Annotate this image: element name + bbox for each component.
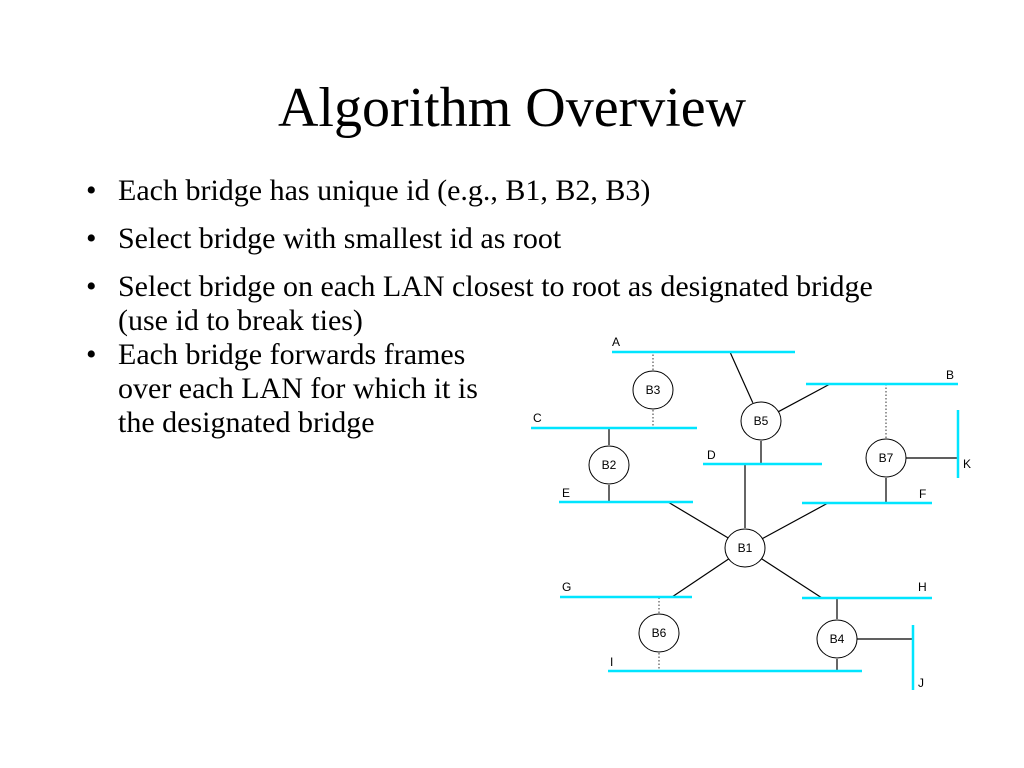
bridge-label: B6: [652, 626, 667, 640]
lan-label-f: F: [919, 487, 926, 501]
lan-label-g: G: [562, 580, 571, 594]
bridge-node: [865, 438, 907, 478]
bullet-text: Select bridge on each LAN closest to roo…: [118, 270, 873, 337]
lan-label-b: B: [946, 368, 954, 382]
bridge-b5: B5: [740, 401, 782, 441]
bridge-b3: B3: [632, 370, 674, 410]
bridge-label: B3: [646, 383, 661, 397]
link-b1-e: [667, 501, 729, 539]
slide-title: Algorithm Overview: [277, 77, 747, 139]
bullet-dot: •: [86, 338, 97, 371]
link-b1-g: [671, 558, 729, 598]
lan-label-a: A: [612, 335, 620, 349]
bridge-label: B1: [738, 541, 753, 555]
bridge-node: [638, 613, 680, 653]
bridge-node: [588, 445, 630, 485]
bridge-b1: B1: [724, 528, 766, 568]
bridge-node: [632, 370, 674, 410]
lan-label-d: D: [707, 448, 716, 462]
bridge-b6: B6: [638, 613, 680, 653]
bridge-label: B4: [830, 632, 845, 646]
bridge-node: [740, 401, 782, 441]
bullet-text: Each bridge has unique id (e.g., B1, B2,…: [118, 174, 651, 207]
bridge-b7: B7: [865, 438, 907, 478]
lan-label-j: J: [918, 676, 924, 690]
lan-label-h: H: [918, 580, 927, 594]
bridge-node: [816, 619, 858, 659]
link-b5-a: [729, 351, 754, 404]
bullet-dot: •: [86, 222, 97, 255]
lan-label-i: I: [610, 655, 613, 669]
link-b1-f: [762, 502, 829, 539]
bridge-node: [724, 528, 766, 568]
bridge-label: B2: [602, 458, 617, 472]
lan-label-e: E: [562, 486, 570, 500]
bullet-dot: •: [86, 174, 97, 207]
bridge-label: B7: [879, 451, 894, 465]
bullet-dot: •: [86, 270, 97, 303]
bridge-b2: B2: [588, 445, 630, 485]
lan-label-k: K: [963, 457, 971, 471]
bullet-text: Each bridge forwards frames over each LA…: [118, 338, 478, 439]
link-b1-h: [761, 558, 823, 599]
bridge-b4: B4: [816, 619, 858, 659]
bullet-text: Select bridge with smallest id as root: [118, 222, 562, 255]
bridge-label: B5: [754, 414, 769, 428]
lan-label-c: C: [533, 411, 542, 425]
link-b5-b: [778, 383, 831, 413]
